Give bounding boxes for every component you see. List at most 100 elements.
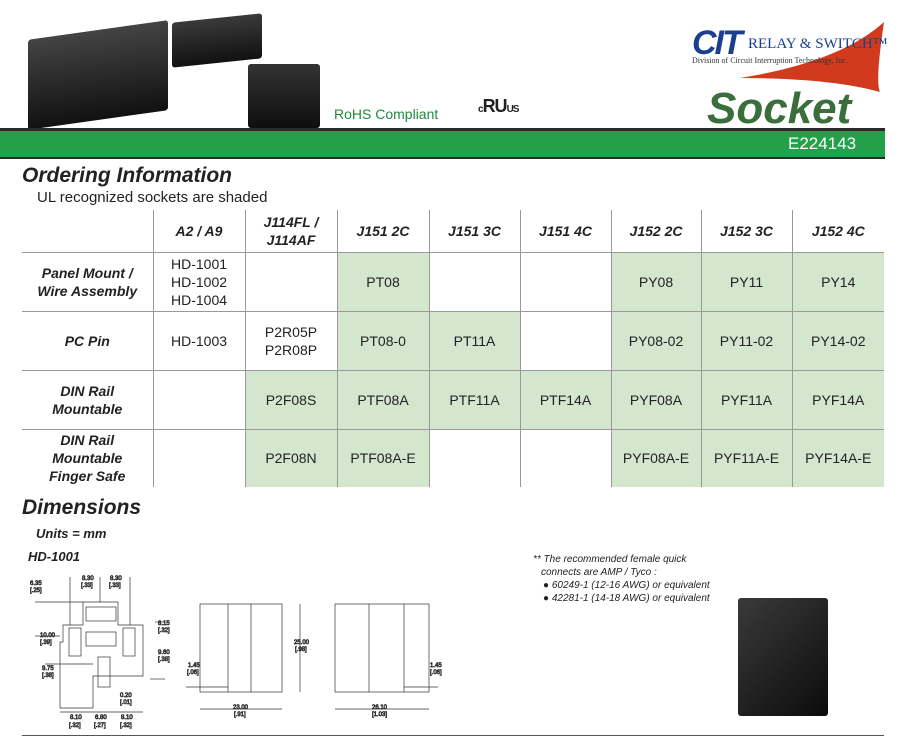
part-number-cell: P2F08S — [244, 369, 337, 429]
logo-swoosh — [740, 22, 884, 92]
dim-label: 8.10 — [70, 715, 82, 721]
brand-tagline: RELAY & SWITCH™ — [748, 36, 888, 52]
dim-label: 6.35 — [30, 581, 42, 587]
part-number-cell: PY11 — [700, 251, 792, 311]
dim-label: [.27] — [94, 723, 106, 729]
column-header: J152 2C — [610, 210, 701, 252]
dim-label: 0.20 — [120, 693, 132, 699]
part-number-cell: PY14 — [791, 251, 884, 311]
part-number-cell: PY11-02 — [700, 310, 792, 370]
svg-text:23.00: 23.00 — [233, 705, 249, 711]
dim-label: 8.10 — [121, 715, 133, 721]
part-number-cell: P2F08N — [244, 428, 337, 487]
svg-text:[.33]: [.33] — [109, 583, 121, 589]
part-number-cell: PYF08A — [610, 369, 701, 429]
model-label: HD-1001 — [28, 549, 81, 564]
dim-label: 8.30 — [82, 576, 94, 582]
svg-text:[.25]: [.25] — [30, 588, 42, 594]
divider — [0, 157, 885, 159]
part-number-cell: PYF11A-E — [700, 428, 792, 487]
svg-text:[.39]: [.39] — [40, 640, 52, 646]
svg-text:[.38]: [.38] — [42, 673, 54, 679]
part-number-cell: PYF11A — [700, 369, 792, 429]
column-header: J151 4C — [519, 210, 611, 252]
part-number-cell — [428, 428, 520, 487]
column-header: A2 / A9 — [152, 210, 245, 252]
part-number-cell: PTF08A-E — [336, 428, 429, 487]
dim-label: 8.15 — [158, 621, 170, 627]
svg-text:[1.03]: [1.03] — [372, 712, 387, 718]
top-view-drawing — [35, 577, 165, 713]
column-header: J152 4C — [791, 210, 884, 252]
part-number-cell: PT11A — [428, 310, 520, 370]
column-header: J114FL /J114AF — [244, 210, 337, 252]
female-connector-photo — [738, 598, 828, 716]
part-number-cell: PT08-0 — [336, 310, 429, 370]
column-header — [22, 210, 153, 252]
column-header: J151 2C — [336, 210, 429, 252]
part-number-cell: PTF14A — [519, 369, 611, 429]
part-number-cell — [519, 251, 611, 311]
ul-mark: cRUUS — [478, 96, 519, 116]
footer-divider — [22, 735, 884, 736]
ordering-subtitle: UL recognized sockets are shaded — [37, 189, 268, 206]
part-number-cell: PT08 — [336, 251, 429, 311]
brand-division: Division of Circuit Interruption Technol… — [692, 56, 848, 65]
part-number-cell — [152, 369, 245, 429]
end-view-drawing — [334, 603, 438, 710]
part-number-cell: PYF08A-E — [610, 428, 701, 487]
part-number-cell: HD-1003 — [152, 310, 245, 370]
side-view-drawing — [186, 603, 301, 710]
svg-text:[.06]: [.06] — [187, 670, 199, 676]
part-number-cell: PY14-02 — [791, 310, 884, 370]
svg-text:[.32]: [.32] — [158, 628, 170, 634]
part-number-cell: PYF14A — [791, 369, 884, 429]
dim-label: 6.80 — [95, 715, 107, 721]
dim-label: [.32] — [120, 723, 132, 729]
dim-label: 9.60 — [158, 650, 170, 656]
part-number-cell — [152, 428, 245, 487]
svg-text:1.45: 1.45 — [188, 663, 200, 669]
dim-label: 9.75 — [42, 666, 54, 672]
svg-text:[.06]: [.06] — [430, 670, 442, 676]
dim-label: 8.30 — [110, 576, 122, 582]
svg-text:26.10: 26.10 — [372, 705, 388, 711]
svg-text:[.01]: [.01] — [120, 700, 132, 706]
ordering-title: Ordering Information — [22, 164, 232, 187]
part-number-cell — [519, 428, 611, 487]
svg-text:[.91]: [.91] — [234, 712, 246, 718]
part-number-cell: PYF14A-E — [791, 428, 884, 487]
part-number-cell: PTF08A — [336, 369, 429, 429]
product-title: Socket — [707, 84, 852, 133]
svg-text:1.45: 1.45 — [430, 663, 442, 669]
rohs-label: RoHS Compliant — [334, 106, 439, 122]
file-number: E224143 — [788, 134, 857, 153]
column-header: J152 3C — [700, 210, 792, 252]
brand-logo: CIT — [692, 24, 743, 62]
svg-text:[.98]: [.98] — [295, 647, 307, 653]
part-number-cell — [244, 251, 337, 311]
svg-text:[.38]: [.38] — [158, 657, 170, 663]
svg-text:[.33]: [.33] — [81, 583, 93, 589]
dimension-drawing: 6.35[.25] 8.30[.33] 8.30[.33] 8.15[.32] … — [30, 576, 443, 730]
relay-socket-photo-large — [28, 20, 168, 130]
green-banner — [0, 131, 885, 157]
dim-label: 10.00 — [40, 633, 56, 639]
part-number-cell — [519, 310, 611, 370]
part-number-cell: PTF11A — [428, 369, 520, 429]
part-number-cell: PY08-02 — [610, 310, 701, 370]
relay-socket-photo-small — [172, 13, 262, 68]
column-header: J151 3C — [428, 210, 520, 252]
dimensions-title: Dimensions — [22, 496, 142, 519]
relay-socket-photo-pcb — [248, 64, 320, 128]
row-label: Panel Mount /Wire Assembly — [22, 251, 153, 311]
